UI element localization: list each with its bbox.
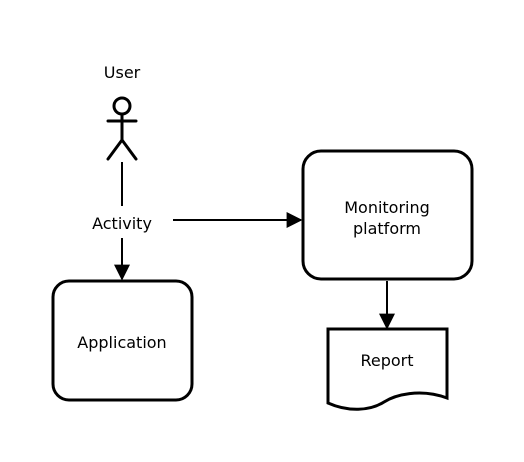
report-label: Report bbox=[360, 351, 413, 370]
user-actor[interactable]: User bbox=[104, 63, 141, 161]
monitoring-platform-box bbox=[301, 149, 474, 281]
activity-label: Activity bbox=[92, 214, 152, 233]
report-node[interactable]: Report bbox=[326, 327, 449, 411]
application-box bbox=[51, 279, 194, 402]
stick-figure-icon bbox=[106, 96, 138, 161]
application-node[interactable]: Application bbox=[51, 279, 194, 402]
report-document-icon bbox=[326, 327, 449, 411]
monitoring-platform-label-line-1: Monitoring bbox=[344, 198, 430, 217]
monitoring-platform-label-line-2: platform bbox=[353, 219, 421, 238]
monitoring-platform-node[interactable]: Monitoring platform bbox=[301, 149, 474, 281]
application-label: Application bbox=[77, 333, 166, 352]
user-label: User bbox=[104, 63, 141, 82]
